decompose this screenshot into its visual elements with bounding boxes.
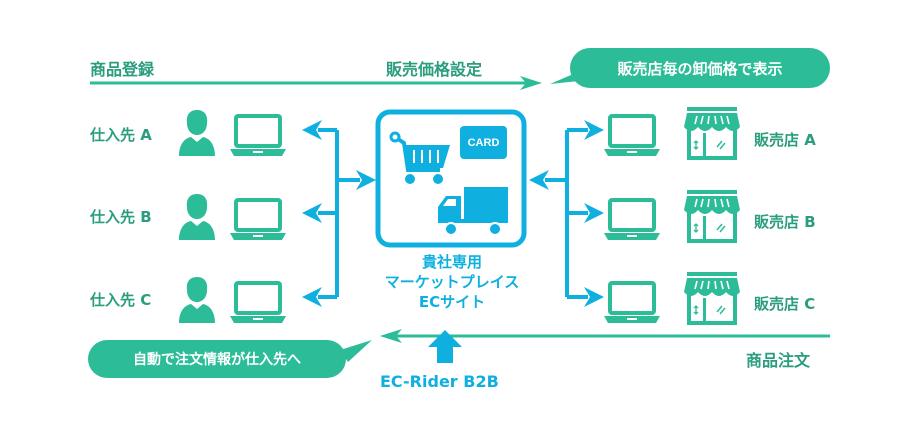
retailer-b-icons (602, 189, 741, 244)
supplier-c-icons (179, 277, 288, 325)
bottom-flow-arrow (380, 329, 830, 343)
supplier-a-icons (179, 110, 288, 158)
laptop-icon (228, 281, 288, 325)
top-flow-arrow (90, 76, 542, 90)
delivery-truck-icon (438, 187, 508, 236)
store-icon (683, 106, 741, 161)
right-connector (529, 120, 604, 307)
top-flow-start-label: 商品登録 (90, 60, 155, 79)
top-flow-mid-label: 販売価格設定 (386, 60, 483, 79)
retailer-label-b: 販売店 B (754, 213, 816, 231)
bottom-flow-bubble: 自動で注文情報が仕入先へ (88, 340, 346, 378)
laptop-icon (228, 198, 288, 242)
laptop-icon (602, 114, 662, 158)
supplier-label-c: 仕入先 C (90, 291, 152, 309)
retailer-label-c: 販売店 C (754, 295, 816, 313)
shopping-cart-icon (389, 131, 450, 184)
person-icon (179, 194, 215, 240)
supplier-label-a: 仕入先 A (90, 126, 152, 144)
laptop-icon (602, 281, 662, 325)
retailer-label-a: 販売店 A (754, 131, 816, 149)
left-connector (302, 120, 376, 307)
laptop-icon (228, 114, 288, 158)
supplier-label-b: 仕入先 B (90, 208, 152, 226)
top-flow-bubble: 販売店毎の卸価格で表示 (570, 48, 830, 88)
laptop-icon (602, 198, 662, 242)
ec-site-title-line-2: マーケットプレイス (384, 273, 520, 291)
card-label: CARD (467, 136, 500, 149)
card-icon (460, 126, 507, 159)
store-icon (683, 271, 741, 326)
ec-site-title-line-3: ECサイト (418, 293, 486, 311)
bottom-flow-end-label: 商品注文 (746, 351, 811, 370)
retailer-a-icons (602, 106, 741, 161)
bottom-bubble-tail (340, 340, 372, 362)
person-icon (179, 110, 215, 156)
ec-site-title-line-1: 貴社専用 (421, 253, 482, 271)
product-name: EC-Rider B2B (380, 372, 499, 391)
ec-site-title: 貴社専用 マーケットプレイス ECサイト (352, 252, 552, 312)
person-icon (179, 277, 215, 323)
store-icon (683, 189, 741, 244)
retailer-c-icons (602, 271, 741, 326)
supplier-b-icons (179, 194, 288, 242)
ec-site-box (375, 109, 527, 248)
up-arrow-icon (428, 330, 462, 363)
